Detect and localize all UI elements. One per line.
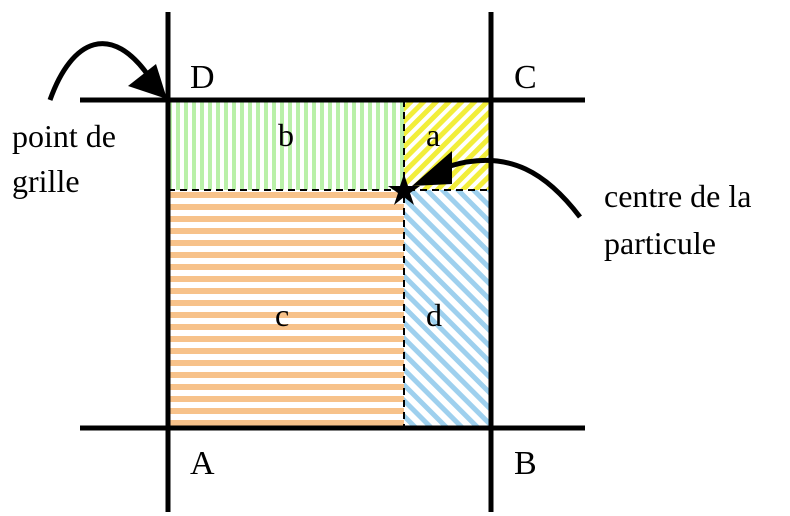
region-d bbox=[404, 190, 491, 428]
corner-label-d: D bbox=[190, 59, 215, 96]
corner-label-b: B bbox=[514, 445, 537, 482]
region-label-b: b bbox=[278, 117, 294, 153]
grid-point-arrow-curve bbox=[47, 41, 153, 101]
grid-point-label-line2: grille bbox=[12, 163, 80, 199]
corner-label-a: A bbox=[190, 445, 215, 482]
grid-point-arrowhead-icon bbox=[128, 64, 167, 99]
particle-center-arrowhead-icon bbox=[412, 151, 452, 186]
particle-center-star-icon bbox=[388, 174, 420, 205]
region-label-d: d bbox=[426, 297, 442, 333]
corner-label-c: C bbox=[514, 59, 537, 96]
region-label-c: c bbox=[275, 297, 289, 333]
region-c bbox=[168, 190, 404, 428]
region-b bbox=[168, 100, 404, 190]
particle-center-label-line2: particule bbox=[604, 225, 716, 261]
region-label-a: a bbox=[426, 117, 440, 153]
particle-center-arrow-curve bbox=[449, 157, 582, 219]
grid-point-label-line1: point de bbox=[12, 118, 116, 154]
particle-center-label-line1: centre de la bbox=[604, 178, 751, 214]
